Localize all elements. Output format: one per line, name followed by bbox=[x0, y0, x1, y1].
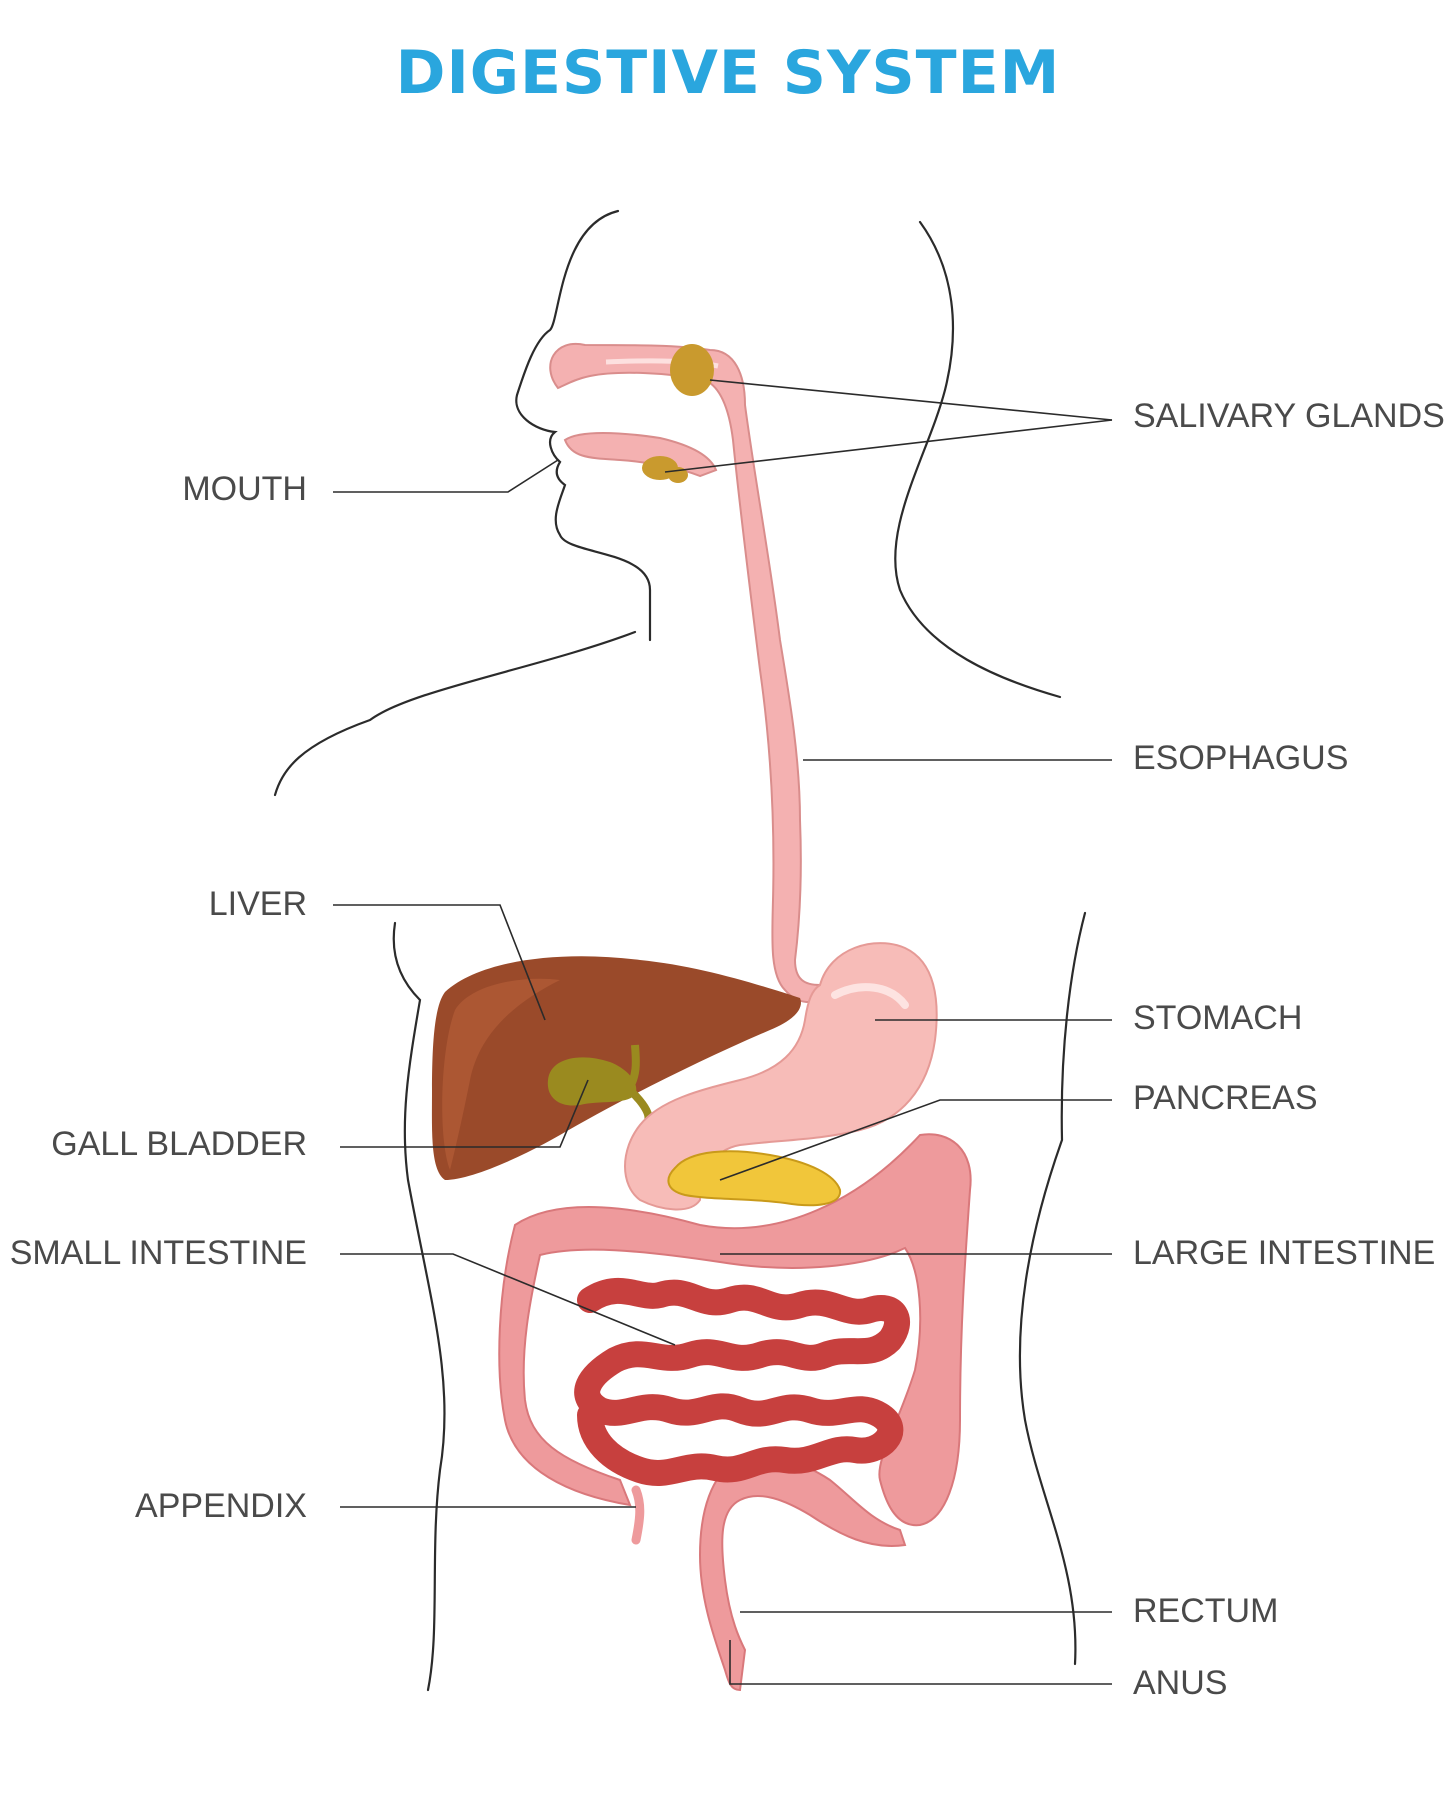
label-mouth: MOUTH bbox=[182, 470, 307, 508]
pancreas-organ bbox=[667, 1150, 842, 1207]
label-liver: LIVER bbox=[208, 885, 307, 923]
label-salivary-glands: SALIVARY GLANDS bbox=[1133, 397, 1445, 435]
leader-lines bbox=[333, 379, 1113, 1685]
diagram-title: DIGESTIVE SYSTEM bbox=[395, 38, 1061, 108]
label-small-intestine: SMALL INTESTINE bbox=[9, 1234, 307, 1272]
label-pancreas: PANCREAS bbox=[1133, 1079, 1318, 1117]
label-rectum: RECTUM bbox=[1133, 1592, 1279, 1630]
esophagus-organ bbox=[549, 342, 832, 1003]
label-stomach: STOMACH bbox=[1133, 999, 1303, 1037]
label-large-intestine: LARGE INTESTINE bbox=[1133, 1234, 1436, 1272]
label-gall-bladder: GALL BLADDER bbox=[51, 1125, 307, 1163]
body-outline bbox=[273, 209, 1087, 1692]
label-esophagus: ESOPHAGUS bbox=[1133, 739, 1349, 777]
label-appendix: APPENDIX bbox=[135, 1487, 307, 1525]
large-intestine-organ bbox=[498, 1133, 972, 1692]
small-intestine-organ bbox=[574, 1278, 910, 1486]
label-anus: ANUS bbox=[1133, 1664, 1228, 1702]
appendix-organ bbox=[631, 1485, 645, 1545]
